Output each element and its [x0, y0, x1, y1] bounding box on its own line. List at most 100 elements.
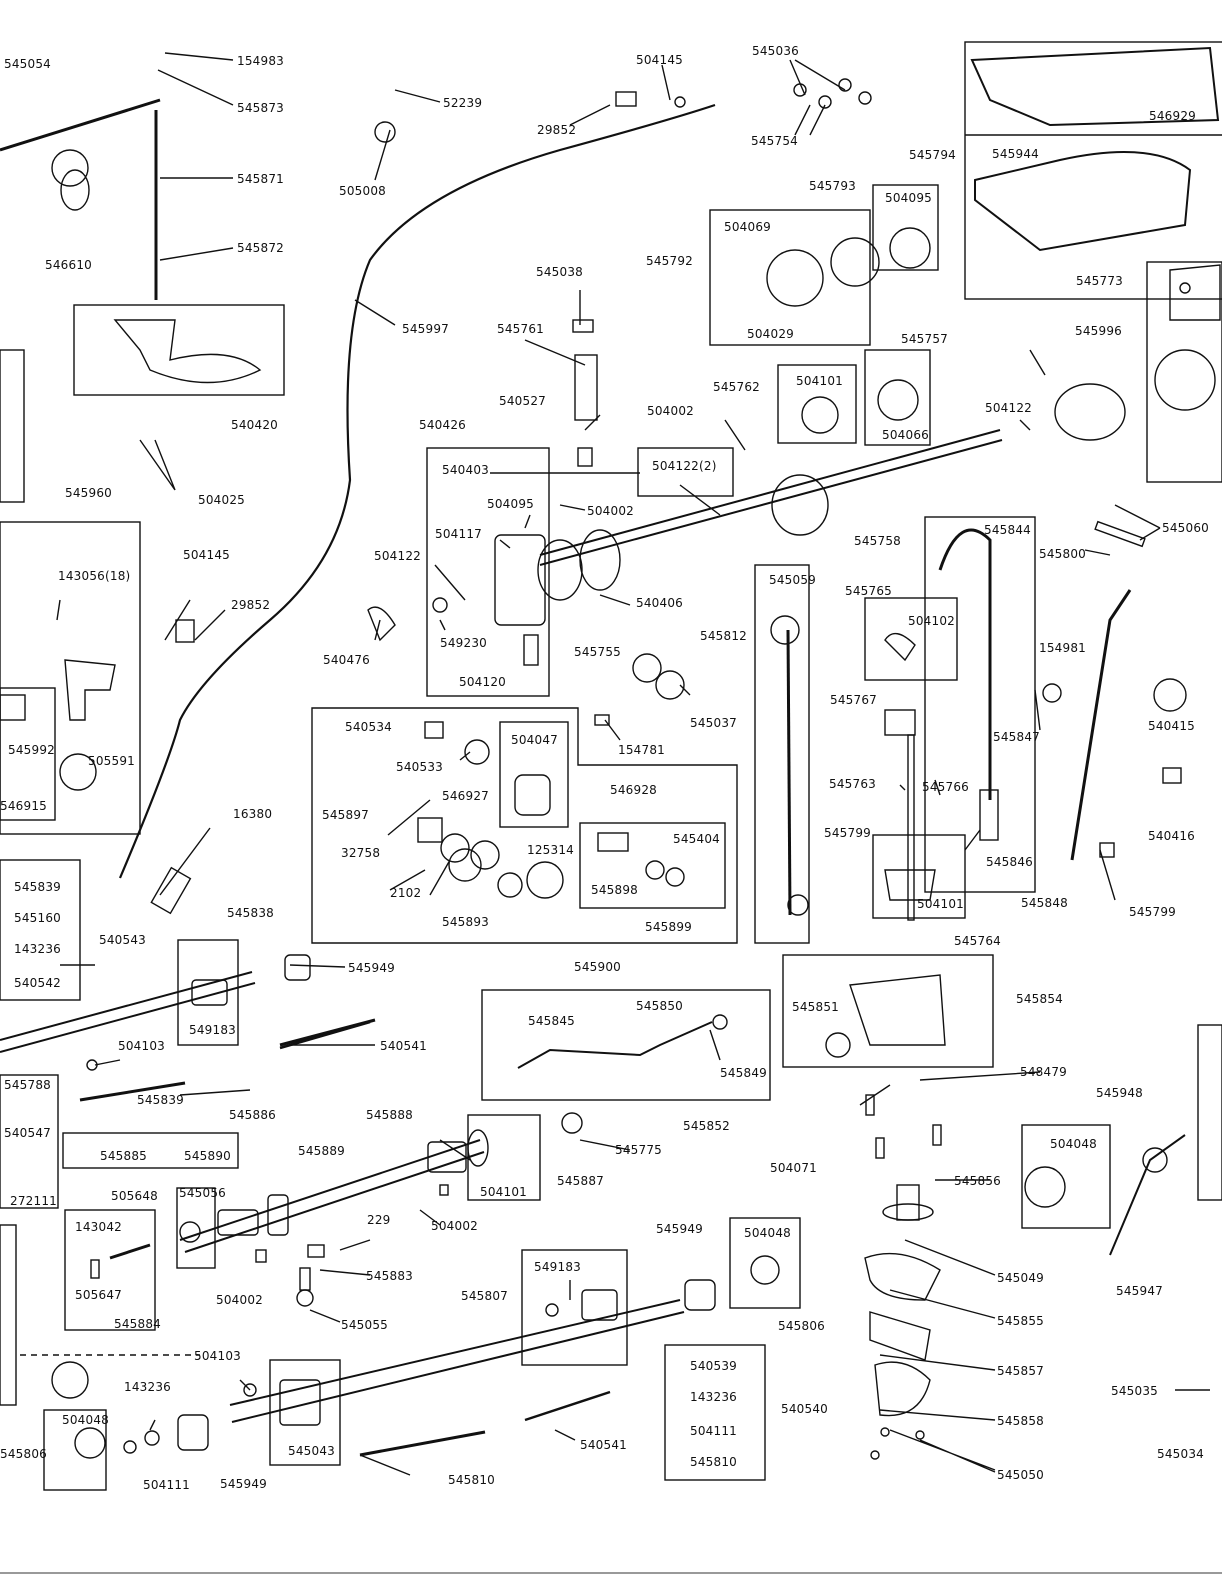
part-label: 545404 — [673, 832, 721, 846]
part-label: 545810 — [690, 1455, 738, 1469]
part-label: 143236 — [14, 942, 62, 956]
part-label: 545800 — [1039, 547, 1087, 561]
part-label: 545947 — [1116, 1284, 1164, 1298]
group-box-545807 — [521, 1249, 628, 1366]
part-label: 504122(2) — [652, 459, 717, 473]
part-label: 545037 — [690, 716, 738, 730]
part-label: 229 — [367, 1213, 391, 1227]
part-label: 545893 — [442, 915, 490, 929]
part-label: 545898 — [591, 883, 639, 897]
group-box-504048 — [43, 1409, 107, 1491]
part-label: 545043 — [288, 1444, 336, 1458]
part-label: 504047 — [511, 733, 559, 747]
part-label: 545792 — [646, 254, 694, 268]
part-label: 545854 — [1016, 992, 1064, 1006]
group-box-545852 — [481, 989, 771, 1101]
part-label: 545761 — [497, 322, 545, 336]
part-label: 504002 — [587, 504, 635, 518]
arm-545054 — [0, 98, 161, 152]
part-label: 545847 — [993, 730, 1041, 744]
main-shaft-540406 — [539, 429, 1001, 556]
part-label: 545050 — [997, 1468, 1045, 1482]
part-label: 125314 — [527, 843, 575, 857]
part-label: 549183 — [189, 1023, 237, 1037]
part-label: 540527 — [499, 394, 547, 408]
part-label: 545949 — [348, 961, 396, 975]
part-label: 545855 — [997, 1314, 1045, 1328]
group-box-right-mid — [1146, 261, 1222, 483]
part-label: 154981 — [1039, 641, 1087, 655]
part-label: 540541 — [580, 1438, 628, 1452]
part-label: 545763 — [829, 777, 877, 791]
hook-545844 — [938, 528, 992, 800]
group-box-545900 — [311, 707, 738, 944]
part-label: 545035 — [1111, 1384, 1159, 1398]
part-label: 545885 — [100, 1149, 148, 1163]
part-label: 545857 — [997, 1364, 1045, 1378]
part-label: 504101 — [917, 897, 965, 911]
part-label: 545996 — [1075, 324, 1123, 338]
part-label: 143236 — [690, 1390, 738, 1404]
group-box-545792 — [709, 209, 871, 346]
part-label: 540539 — [690, 1359, 738, 1373]
part-label: 540547 — [4, 1126, 52, 1140]
part-label: 32758 — [341, 846, 381, 860]
part-label: 505647 — [75, 1288, 123, 1302]
part-label: 545839 — [14, 880, 62, 894]
part-label: 546610 — [45, 258, 93, 272]
group-box-545844 — [924, 516, 1036, 893]
part-label: 545851 — [792, 1000, 840, 1014]
part-label: 545055 — [341, 1318, 389, 1332]
part-label: 545034 — [1157, 1447, 1205, 1461]
part-label: 16380 — [233, 807, 273, 821]
group-box-505648 — [64, 1209, 156, 1331]
part-label: 545997 — [402, 322, 450, 336]
part-label: 504111 — [143, 1478, 191, 1492]
part-label: 545886 — [229, 1108, 277, 1122]
part-label: 545766 — [922, 780, 970, 794]
part-label: 545858 — [997, 1414, 1045, 1428]
part-label: 504066 — [882, 428, 930, 442]
part-label: 545788 — [4, 1078, 52, 1092]
group-box-545773-tray — [964, 41, 1222, 300]
part-label: 545765 — [845, 584, 893, 598]
group-box-546928 — [499, 721, 569, 828]
part-label: 545888 — [366, 1108, 414, 1122]
part-label: 504071 — [770, 1161, 818, 1175]
part-label: 545757 — [901, 332, 949, 346]
part-label: 154983 — [237, 54, 285, 68]
fork-545060 — [1070, 589, 1132, 861]
part-label: 505591 — [88, 754, 136, 768]
part-label: 545060 — [1162, 521, 1210, 535]
part-label: 545806 — [778, 1319, 826, 1333]
part-label: 545960 — [65, 486, 113, 500]
part-label: 545846 — [986, 855, 1034, 869]
group-box-right-bottom — [1197, 1024, 1222, 1201]
part-label: 545899 — [645, 920, 693, 934]
group-box-545059 — [754, 564, 810, 944]
part-label: 545889 — [298, 1144, 346, 1158]
part-label: 545764 — [954, 934, 1002, 948]
part-label: 545767 — [830, 693, 878, 707]
part-label: 504002 — [431, 1219, 479, 1233]
page-bottom-rule — [0, 1572, 1222, 1574]
part-label: 504025 — [198, 493, 246, 507]
part-label: 545848 — [1021, 896, 1069, 910]
part-label: 540541 — [380, 1039, 428, 1053]
spring-545947 — [1109, 1134, 1186, 1256]
part-label: 504002 — [647, 404, 695, 418]
part-label: 504101 — [796, 374, 844, 388]
part-label: 546929 — [1149, 109, 1197, 123]
part-label: 545949 — [220, 1477, 268, 1491]
group-box-504101 — [777, 364, 857, 444]
part-label: 545773 — [1076, 274, 1124, 288]
part-label: 545900 — [574, 960, 622, 974]
part-label: 540533 — [396, 760, 444, 774]
shaft-545889 — [179, 1139, 481, 1241]
part-label: 504048 — [744, 1226, 792, 1240]
part-label: 154781 — [618, 743, 666, 757]
part-label: 540476 — [323, 653, 371, 667]
part-label: 545762 — [713, 380, 761, 394]
